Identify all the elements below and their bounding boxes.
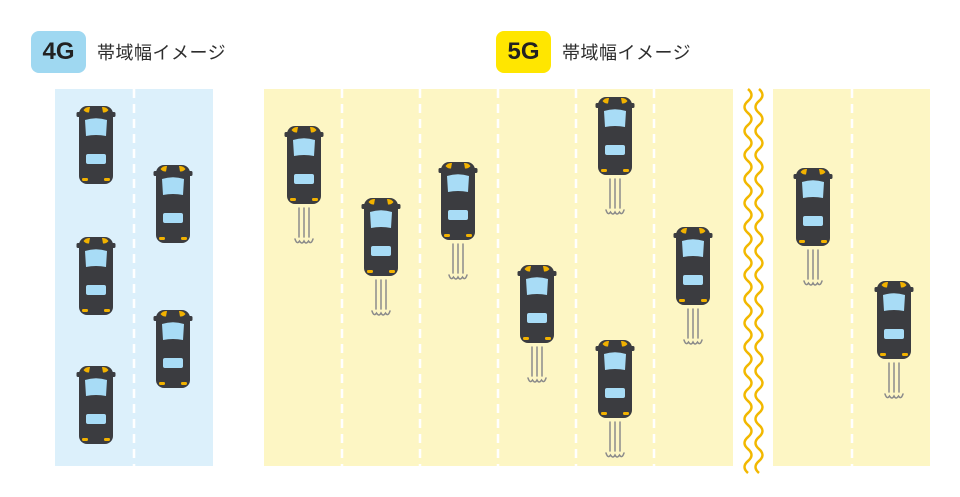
car-icon: [76, 366, 116, 444]
badge-4g: 4G: [31, 31, 86, 73]
car-icon: [595, 97, 635, 175]
car-icon: [517, 265, 557, 343]
legend-5g-label: 帯域幅イメージ: [562, 43, 692, 64]
car-icon: [76, 237, 116, 315]
wavy-break-icon: [743, 88, 764, 474]
badge-5g: 5G: [496, 31, 551, 73]
legend-5g: 5G 帯域幅イメージ: [496, 31, 691, 73]
legend-4g-label: 帯域幅イメージ: [97, 43, 227, 64]
car-icon: [438, 162, 478, 240]
car-icon: [595, 340, 635, 418]
car-icon: [284, 126, 324, 204]
car-icon: [874, 281, 914, 359]
legend-4g: 4G 帯域幅イメージ: [31, 31, 226, 73]
car-icon: [153, 310, 193, 388]
car-icon: [793, 168, 833, 246]
car-icon: [361, 198, 401, 276]
car-icon: [673, 227, 713, 305]
car-icon: [153, 165, 193, 243]
car-icon: [76, 106, 116, 184]
